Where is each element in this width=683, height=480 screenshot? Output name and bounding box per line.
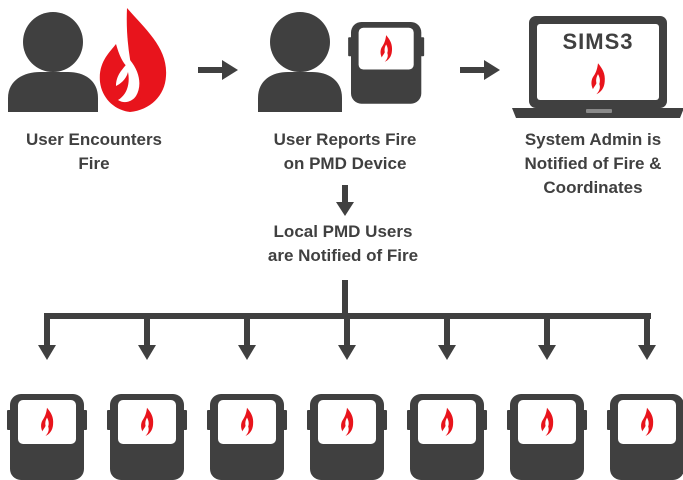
recipient-pmd-device-icon xyxy=(207,394,287,480)
fire-icon xyxy=(99,8,167,112)
step-admin-line3: Coordinates xyxy=(543,178,643,197)
arrow-down-icon xyxy=(338,316,356,360)
step-admin-label: System Admin is Notified of Fire & Coord… xyxy=(503,128,683,200)
recipient-pmd-device-icon xyxy=(407,394,487,480)
recipient-pmd-device-icon xyxy=(7,394,87,480)
arrow-right-1 xyxy=(198,60,238,80)
step-admin-line2: Notified of Fire & xyxy=(524,154,662,173)
laptop-icon xyxy=(512,16,683,118)
step-encounter-line1: User Encounters xyxy=(25,130,163,149)
step-local-label: Local PMD Users are Notified of Fire xyxy=(243,220,443,268)
laptop-flame-icon xyxy=(591,63,605,95)
distribution-tree xyxy=(44,280,651,319)
arrow-right-2 xyxy=(460,60,500,80)
step-report-line2: on PMD Device xyxy=(283,154,407,173)
reporting-user-icon xyxy=(258,12,342,112)
arrow-down-icon xyxy=(138,316,156,360)
recipient-pmd-device-icon xyxy=(107,394,187,480)
recipient-pmd-device-icon xyxy=(507,394,587,480)
arrow-down-icon xyxy=(38,316,56,360)
recipient-devices xyxy=(7,394,683,480)
pmd-device-icon xyxy=(348,22,424,104)
step-local-line1: Local PMD Users xyxy=(273,222,413,241)
arrow-down-icon xyxy=(538,316,556,360)
recipient-pmd-device-icon xyxy=(307,394,387,480)
arrow-down-icon xyxy=(438,316,456,360)
arrow-down-icon xyxy=(638,316,656,360)
laptop-screen-text: SIMS3 xyxy=(562,29,634,54)
step-local-line2: are Notified of Fire xyxy=(267,246,419,265)
arrow-down-reporter xyxy=(336,185,354,216)
recipient-pmd-device-icon xyxy=(607,394,683,480)
step-report-label: User Reports Fire on PMD Device xyxy=(255,128,435,176)
step-encounter-label: User Encounters Fire xyxy=(4,128,184,176)
arrow-down-icon xyxy=(238,316,256,360)
distribution-arrows xyxy=(38,316,656,360)
user-icon xyxy=(8,12,98,112)
step-encounter-line2: Fire xyxy=(78,154,110,173)
step-report-line1: User Reports Fire xyxy=(273,130,417,149)
step-admin-line1: System Admin is xyxy=(524,130,662,149)
